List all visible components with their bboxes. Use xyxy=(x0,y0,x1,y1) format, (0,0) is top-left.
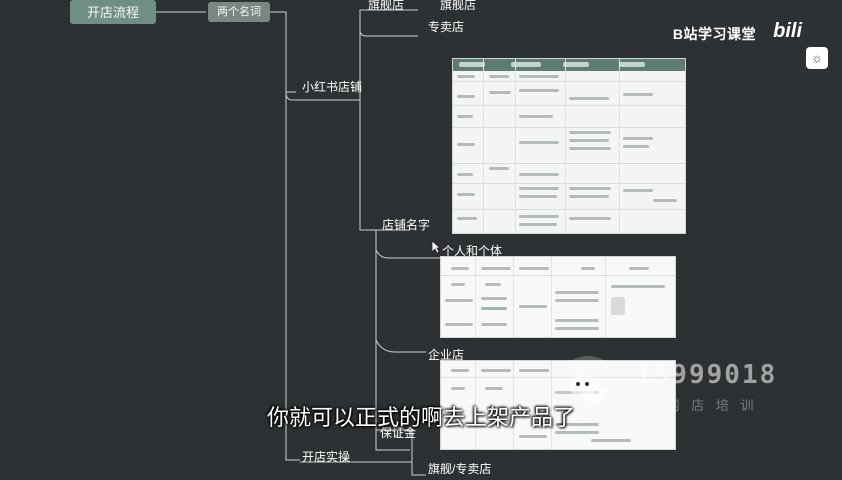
root-node[interactable]: 开店流程 xyxy=(70,0,156,24)
branch-node[interactable]: 两个名词 xyxy=(208,2,270,22)
bilibili-logo: bili xyxy=(773,20,802,42)
node-shop-name[interactable]: 店铺名字 xyxy=(382,218,431,232)
wechat-icon xyxy=(556,356,620,420)
theme-toggle-icon[interactable]: ☼ xyxy=(806,47,828,69)
table-card-enterprise xyxy=(440,360,676,450)
table-card-shop-name xyxy=(452,58,686,234)
table-card-individual xyxy=(440,256,676,338)
video-subtitle: 你就可以正式的啊去上架产品了 xyxy=(266,405,575,430)
node-flagship-top[interactable]: 旗舰店 xyxy=(368,0,405,12)
node-deposit[interactable]: 保证金 xyxy=(380,426,417,440)
node-enterprise[interactable]: 企业店 xyxy=(428,348,465,362)
phone-watermark: 15999018 xyxy=(636,360,778,390)
node-xhs-shop[interactable]: 小红书店铺 xyxy=(302,80,363,94)
node-practice[interactable]: 开店实操 xyxy=(302,450,351,464)
node-flagship[interactable]: 旗舰店 xyxy=(440,0,477,12)
node-specialty-store[interactable]: 专卖店 xyxy=(428,20,465,34)
channel-name: B站学习课堂 xyxy=(672,26,756,42)
node-flagship-specialty[interactable]: 旗舰/专卖店 xyxy=(428,462,492,476)
watermark-subtext: 保 网 店 培 训 xyxy=(642,398,758,413)
node-individual[interactable]: 个人和个体 xyxy=(442,244,503,258)
